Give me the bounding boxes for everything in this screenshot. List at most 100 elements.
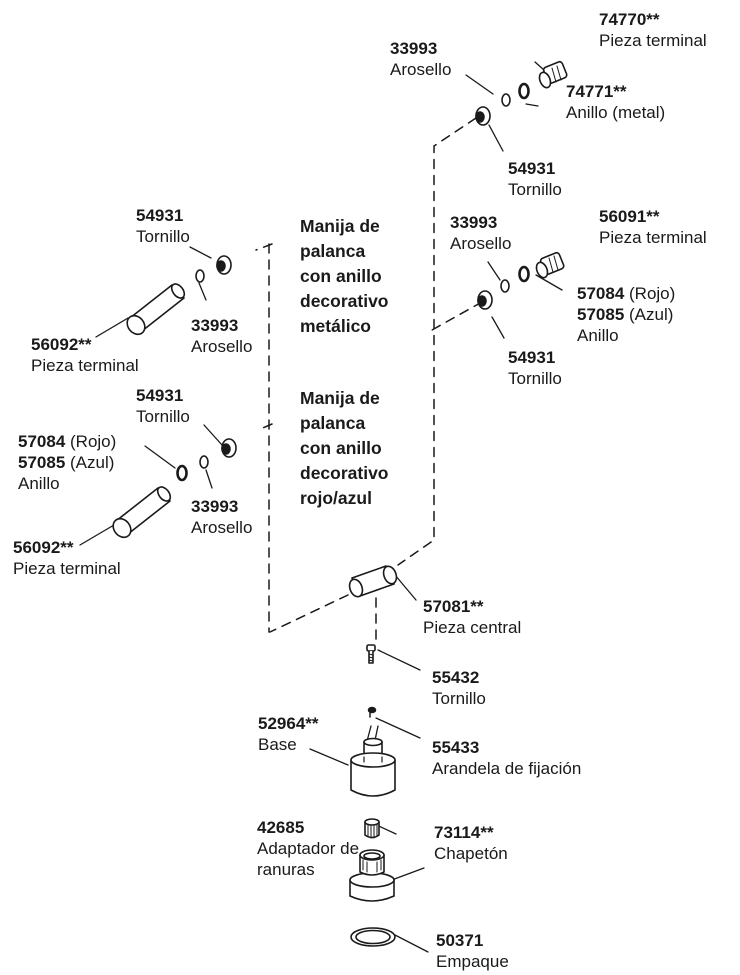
part-number: 73114** [434, 823, 494, 842]
heading-line: con anillo [300, 266, 382, 286]
label-56091: 56091** Pieza terminal [599, 206, 707, 248]
heading-color-ring: Manija de palanca con anillo decorativo … [300, 386, 389, 511]
part-name: Arosello [191, 337, 253, 356]
label-54931-top: 54931 Tornillo [508, 158, 562, 200]
part-name: Arosello [191, 518, 253, 537]
part-number: 74770** [599, 10, 660, 29]
label-55432: 55432 Tornillo [432, 667, 486, 709]
part-number: 56092** [13, 538, 74, 557]
heading-line: con anillo [300, 438, 382, 458]
oring-33993-top [501, 93, 511, 107]
label-50371: 50371 Empaque [436, 930, 509, 972]
part-number: 54931 [508, 348, 556, 367]
end-piece-74770 [538, 60, 568, 89]
part-number: 33993 [191, 497, 239, 516]
part-name: Empaque [436, 952, 509, 971]
heading-line: metálico [300, 316, 371, 336]
end-piece-56092-upper [126, 283, 186, 336]
label-55433: 55433 Arandela de fijación [432, 737, 581, 779]
part-note: (Azul) [70, 453, 115, 472]
label-42685: 42685 Adaptador de ranuras [257, 817, 359, 880]
spline-adapter-42685 [364, 818, 380, 839]
part-name: ranuras [257, 860, 315, 879]
part-number: 56092** [31, 335, 92, 354]
gasket-50371 [350, 927, 396, 947]
oring-33993-left-lower [199, 455, 209, 469]
label-56092-lower: 56092** Pieza terminal [13, 537, 121, 579]
part-number: 57085 [577, 305, 625, 324]
screw-54931-right [477, 290, 493, 310]
part-number: 56091** [599, 207, 660, 226]
part-number: 33993 [450, 213, 498, 232]
part-name: Tornillo [136, 227, 190, 246]
part-note: (Rojo) [629, 284, 676, 303]
oring-33993-left-upper [195, 269, 205, 283]
part-name: Anillo [577, 326, 619, 345]
oring-33993-right [500, 279, 510, 293]
end-piece-56092-lower [112, 486, 172, 539]
part-name: Anillo (metal) [566, 103, 666, 122]
screw-55432 [366, 644, 376, 664]
part-name: Arosello [390, 60, 452, 79]
assembly-dashed-lines [255, 117, 483, 723]
label-33993-left-upper: 33993 Arosello [191, 315, 252, 357]
label-56092-upper: 56092** Pieza terminal [31, 334, 139, 376]
part-name: Chapetón [434, 844, 508, 863]
part-note: (Azul) [629, 305, 674, 324]
part-name: Tornillo [508, 180, 562, 199]
part-name: Pieza terminal [599, 31, 707, 50]
part-number: 57085 [18, 453, 66, 472]
part-number: 54931 [508, 159, 556, 178]
part-number: 42685 [257, 818, 305, 837]
part-number: 50371 [436, 931, 484, 950]
label-57084-57085-left: 57084 (Rojo) 57085 (Azul) Anillo [18, 431, 116, 494]
label-33993-right: 33993 Arosello [450, 212, 511, 254]
heading-line: rojo/azul [300, 488, 372, 508]
ring-57084-right [518, 265, 530, 283]
label-57084-57085-right: 57084 (Rojo) 57085 (Azul) Anillo [577, 283, 675, 346]
heading-line: Manija de [300, 388, 380, 408]
center-piece-57081 [348, 565, 398, 598]
label-54931-left-lower: 54931 Tornillo [136, 385, 190, 427]
part-note: (Rojo) [70, 432, 117, 451]
heading-line: Manija de [300, 216, 380, 236]
part-number: 57084 [577, 284, 625, 303]
part-number: 55433 [432, 738, 480, 757]
screw-54931-left-upper [216, 255, 232, 275]
label-54931-right: 54931 Tornillo [508, 347, 562, 389]
label-54931-left-upper: 54931 Tornillo [136, 205, 190, 247]
part-name: Tornillo [508, 369, 562, 388]
leader-lines [79, 61, 563, 953]
end-piece-56091 [535, 251, 565, 279]
part-name: Arosello [450, 234, 512, 253]
part-number: 55432 [432, 668, 480, 687]
label-33993-top: 33993 Arosello [390, 38, 451, 80]
part-name: Base [258, 735, 297, 754]
heading-line: decorativo [300, 291, 389, 311]
part-name: Pieza terminal [599, 228, 707, 247]
label-52964: 52964** Base [258, 713, 319, 755]
part-name: Pieza terminal [31, 356, 139, 375]
part-number: 54931 [136, 206, 184, 225]
heading-line: palanca [300, 241, 366, 261]
part-number: 74771** [566, 82, 627, 101]
escutcheon-73114 [349, 849, 395, 902]
part-name: Tornillo [432, 689, 486, 708]
screw-54931-left-lower [221, 438, 237, 458]
part-number: 33993 [191, 316, 239, 335]
part-number: 33993 [390, 39, 438, 58]
part-name: Tornillo [136, 407, 190, 426]
ring-57084-left [176, 464, 188, 482]
part-number: 57081** [423, 597, 484, 616]
ring-74771 [518, 82, 530, 100]
part-number: 57084 [18, 432, 66, 451]
part-number: 54931 [136, 386, 184, 405]
label-74770: 74770** Pieza terminal [599, 9, 707, 51]
part-name: Arandela de fijación [432, 759, 582, 778]
label-74771: 74771** Anillo (metal) [566, 81, 665, 123]
screw-54931-top [475, 106, 491, 126]
part-name: Anillo [18, 474, 60, 493]
lock-washer-55433 [367, 706, 377, 714]
